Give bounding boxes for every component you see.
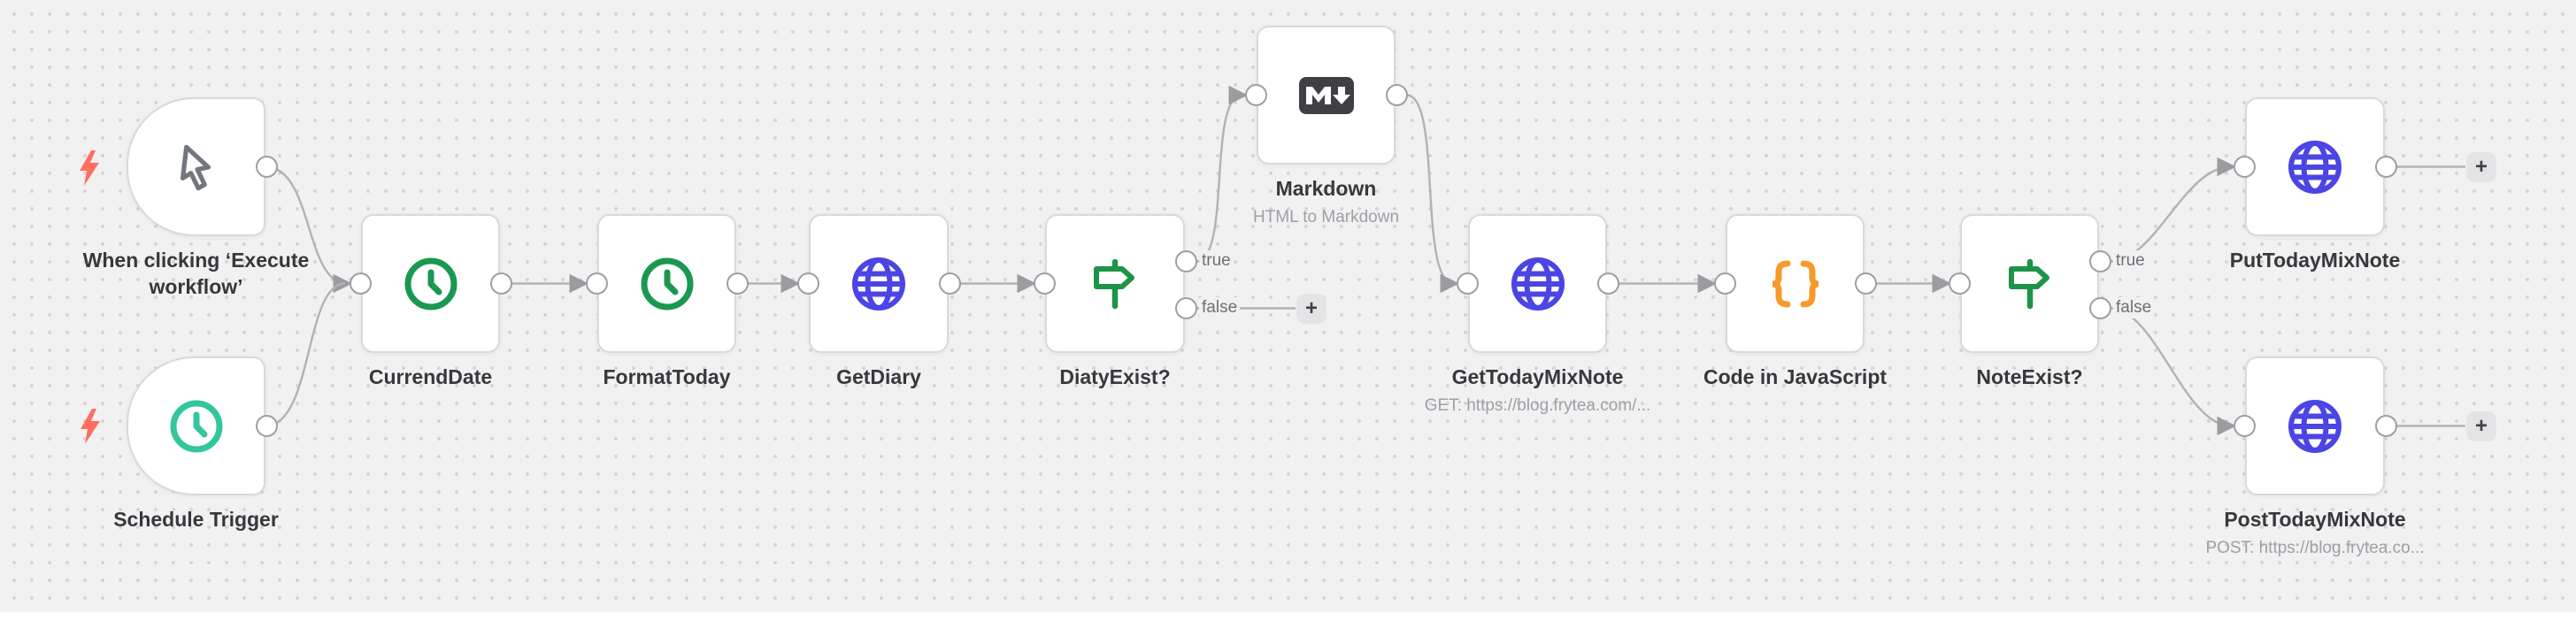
- output-port[interactable]: [1854, 272, 1877, 295]
- output-port[interactable]: [2374, 156, 2397, 178]
- input-port[interactable]: [796, 272, 819, 295]
- node-formattoday[interactable]: FormatToday: [585, 214, 749, 388]
- node-box[interactable]: [127, 97, 265, 236]
- node-posttodaymixnote[interactable]: PostTodayMixNote POST: https://blog.fryt…: [2205, 356, 2425, 557]
- node-gettodaymixnote[interactable]: GetTodayMixNote GET: https://blog.frytea…: [1425, 214, 1650, 415]
- conn-noteexist-true-to-put: [2110, 157, 2236, 263]
- output-port[interactable]: [489, 272, 512, 295]
- lightning-icon: [80, 150, 99, 186]
- output-label-false: false: [2113, 297, 2155, 318]
- output-port-true[interactable]: [1174, 249, 1197, 272]
- output-port-true[interactable]: [2088, 249, 2111, 272]
- node-when-clicking-execute-workflow[interactable]: When clicking ‘Execute workflow’: [83, 97, 309, 298]
- output-label-false: false: [1199, 297, 1241, 318]
- node-box[interactable]: [1726, 214, 1865, 353]
- node-currenddate[interactable]: CurrendDate: [349, 214, 512, 388]
- node-label: Markdown: [1275, 177, 1377, 200]
- input-port[interactable]: [2233, 156, 2256, 178]
- node-label: FormatToday: [603, 365, 731, 388]
- output-port-false[interactable]: [2088, 296, 2111, 319]
- signpost-icon: [2008, 258, 2049, 309]
- globe-icon: [852, 257, 905, 310]
- node-subtitle: POST: https://blog.frytea.co...: [2205, 538, 2425, 557]
- node-box[interactable]: [1468, 214, 1607, 353]
- output-port[interactable]: [255, 156, 278, 178]
- output-port[interactable]: [255, 415, 278, 437]
- add-node-button[interactable]: +: [2466, 410, 2496, 441]
- input-port[interactable]: [2233, 415, 2256, 437]
- globe-icon: [2288, 399, 2341, 453]
- cursor-icon: [180, 144, 211, 190]
- input-port[interactable]: [1713, 272, 1736, 295]
- input-port[interactable]: [1456, 272, 1479, 295]
- signpost-icon: [1094, 258, 1134, 309]
- globe-icon: [1511, 257, 1565, 310]
- node-label: CurrendDate: [368, 365, 493, 388]
- conn-diatyexist-true-to-markdown: [1196, 85, 1248, 263]
- node-label: PutTodayMixNote: [2229, 249, 2401, 272]
- braces-icon: [1772, 260, 1819, 307]
- add-node-button[interactable]: +: [2466, 151, 2496, 182]
- node-label: When clicking ‘Execute workflow’: [82, 249, 310, 298]
- input-port[interactable]: [349, 272, 372, 295]
- node-markdown[interactable]: Markdown HTML to Markdown: [1244, 26, 1408, 226]
- node-label: NoteExist?: [1976, 365, 2083, 388]
- input-port[interactable]: [1244, 84, 1267, 106]
- input-port[interactable]: [1948, 272, 1971, 295]
- node-box[interactable]: [2245, 97, 2385, 236]
- node-getdiary[interactable]: GetDiary: [796, 214, 961, 388]
- node-label: GetDiary: [836, 365, 921, 388]
- output-label-true: true: [2113, 250, 2148, 272]
- node-box[interactable]: [1045, 214, 1185, 353]
- node-label: GetTodayMixNote: [1451, 365, 1624, 388]
- node-box[interactable]: [597, 214, 736, 353]
- globe-icon: [2288, 140, 2341, 194]
- output-port[interactable]: [938, 272, 961, 295]
- clock-icon: [404, 257, 457, 310]
- output-port[interactable]: [726, 272, 749, 295]
- clock-icon: [170, 400, 222, 452]
- node-code-in-javascript[interactable]: Code in JavaScript: [1703, 214, 1887, 388]
- clock-icon: [641, 257, 693, 310]
- node-box[interactable]: [361, 214, 500, 353]
- output-port[interactable]: [1596, 272, 1619, 295]
- conn-markdown-to-gettodaymixnote: [1406, 94, 1459, 294]
- node-schedule-trigger[interactable]: Schedule Trigger: [113, 356, 279, 531]
- markdown-icon: [1298, 76, 1354, 114]
- node-box[interactable]: [1960, 214, 2099, 353]
- add-node-button[interactable]: +: [1296, 293, 1326, 324]
- node-puttodaymixnote[interactable]: PutTodayMixNote: [2230, 97, 2400, 272]
- node-label: Code in JavaScript: [1703, 365, 1888, 388]
- node-diatyexist[interactable]: true false DiatyExist?: [1033, 214, 1241, 388]
- output-port-false[interactable]: [1174, 296, 1197, 319]
- input-port[interactable]: [1033, 272, 1056, 295]
- node-label: Schedule Trigger: [113, 508, 279, 531]
- node-box[interactable]: [127, 356, 265, 495]
- node-label: DiatyExist?: [1059, 365, 1171, 388]
- output-label-true: true: [1199, 250, 1234, 272]
- conn-noteexist-false-to-post: [2110, 307, 2236, 436]
- output-port[interactable]: [2374, 415, 2397, 437]
- output-port[interactable]: [1385, 84, 1408, 106]
- node-box[interactable]: [2245, 356, 2385, 495]
- node-subtitle: GET: https://blog.frytea.com/...: [1424, 395, 1651, 415]
- node-box[interactable]: [809, 214, 949, 353]
- canvas-bottom-strip: [0, 612, 2576, 621]
- node-label: PostTodayMixNote: [2224, 508, 2406, 531]
- node-box[interactable]: [1257, 26, 1396, 165]
- conn-manual-to-currenddate: [265, 165, 352, 294]
- conn-schedule-to-currenddate: [265, 282, 346, 427]
- node-noteexist[interactable]: true false NoteExist?: [1948, 214, 2155, 388]
- lightning-icon: [81, 409, 100, 444]
- node-subtitle: HTML to Markdown: [1252, 207, 1400, 226]
- input-port[interactable]: [585, 272, 608, 295]
